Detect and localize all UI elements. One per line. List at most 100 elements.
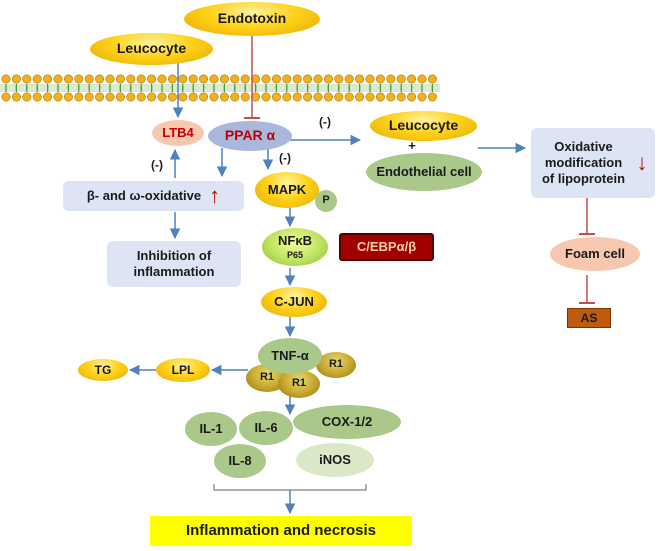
negative-label-leucocyte: (-) — [319, 114, 331, 129]
lipid-head — [219, 92, 229, 102]
cebp-node: C/EBPα/β — [339, 233, 434, 261]
inhibition-box: Inhibition of inflammation — [107, 241, 241, 287]
lipid-head — [167, 74, 177, 84]
il1-node: IL-1 — [185, 412, 237, 446]
lipid-head — [22, 92, 32, 102]
lipid-head — [219, 74, 229, 84]
lipid-head — [199, 92, 209, 102]
lipid-head — [53, 92, 63, 102]
r1-node-right: R1 — [316, 352, 356, 378]
il6-node: IL-6 — [239, 411, 293, 445]
foam-cell-node: Foam cell — [550, 237, 640, 271]
oxidative-modification-label: Oxidative modification of lipoprotein — [541, 138, 626, 187]
tg-node: TG — [78, 359, 128, 381]
ltb4-node: LTB4 — [152, 120, 204, 146]
lipid-head — [74, 92, 84, 102]
cell-membrane — [0, 74, 440, 102]
negative-label-mapk: (-) — [279, 150, 291, 165]
leucocyte-top-node: Leucocyte — [90, 33, 213, 65]
lipid-head — [11, 92, 21, 102]
lpl-node: LPL — [156, 358, 210, 382]
lipid-head — [365, 74, 375, 84]
lipid-head — [230, 74, 240, 84]
lipid-head — [178, 92, 188, 102]
lipid-head — [74, 74, 84, 84]
lipid-head — [43, 92, 53, 102]
lipid-head — [126, 74, 136, 84]
lipid-head — [95, 74, 105, 84]
lipid-head — [427, 92, 437, 102]
lipid-head — [386, 74, 396, 84]
lipid-head — [282, 74, 292, 84]
lipid-head — [32, 92, 42, 102]
lipid-head — [427, 74, 437, 84]
up-arrow-indicator: ↑ — [209, 183, 221, 209]
lipid-head — [344, 74, 354, 84]
beta-omega-oxidation-box: β- and ω-oxidative ↑ — [63, 181, 244, 211]
lipid-head — [188, 92, 198, 102]
endothelial-node: Endothelial cell — [366, 153, 482, 191]
lipid-head — [84, 74, 94, 84]
lipid-head — [209, 92, 219, 102]
lipid-head — [334, 92, 344, 102]
lipid-head — [1, 92, 11, 102]
lipid-head — [157, 74, 167, 84]
lipid-head — [167, 92, 177, 102]
lipid-head — [355, 74, 365, 84]
lipid-head — [157, 92, 167, 102]
lipid-head — [323, 74, 333, 84]
inos-node: iNOS — [296, 443, 374, 477]
lipid-head — [63, 92, 73, 102]
lipid-head — [126, 92, 136, 102]
cytokine-bracket — [213, 484, 367, 491]
lipid-head — [334, 74, 344, 84]
lipid-head — [230, 92, 240, 102]
lipid-head — [240, 92, 250, 102]
plus-sign: + — [408, 137, 416, 153]
lipid-head — [115, 92, 125, 102]
lipid-head — [292, 74, 302, 84]
lipid-head — [136, 74, 146, 84]
lipid-head — [53, 74, 63, 84]
lipid-head — [375, 92, 385, 102]
r1-node-bottom: R1 — [278, 370, 320, 398]
ppar-node: PPAR α — [208, 121, 292, 151]
as-node: AS — [567, 308, 611, 328]
leucocyte-right-node: Leucocyte — [370, 111, 477, 141]
lipid-head — [271, 74, 281, 84]
nfkb-label: NFκB — [278, 233, 312, 249]
down-arrow-indicator: ↓ — [636, 150, 648, 176]
lipid-head — [407, 92, 417, 102]
lipid-head — [375, 74, 385, 84]
lipid-head — [386, 92, 396, 102]
lipid-head — [11, 74, 21, 84]
lipid-head — [32, 74, 42, 84]
lipid-head — [271, 92, 281, 102]
lipid-head — [261, 92, 271, 102]
lipid-head — [303, 92, 313, 102]
endotoxin-node: Endotoxin — [184, 2, 320, 36]
lipid-head — [396, 92, 406, 102]
nfkb-node: NFκB P65 — [262, 228, 328, 266]
lipid-head — [417, 74, 427, 84]
phosphate-node: P — [315, 190, 337, 212]
lipid-head — [147, 92, 157, 102]
oxidative-modification-box: Oxidative modification of lipoprotein ↓ — [531, 128, 655, 198]
lipid-head — [105, 92, 115, 102]
outcome-box: Inflammation and necrosis — [150, 516, 412, 546]
lipid-head — [261, 74, 271, 84]
lipid-head — [22, 74, 32, 84]
lipid-head — [282, 92, 292, 102]
p65-label: P65 — [286, 249, 303, 260]
lipid-head — [313, 74, 323, 84]
mapk-node: MAPK — [255, 172, 319, 208]
lipid-head — [417, 92, 427, 102]
lipid-head — [323, 92, 333, 102]
lipid-head — [115, 74, 125, 84]
lipid-head — [178, 74, 188, 84]
lipid-head — [84, 92, 94, 102]
lipid-head — [209, 74, 219, 84]
lipid-head — [396, 74, 406, 84]
lipid-head — [105, 74, 115, 84]
